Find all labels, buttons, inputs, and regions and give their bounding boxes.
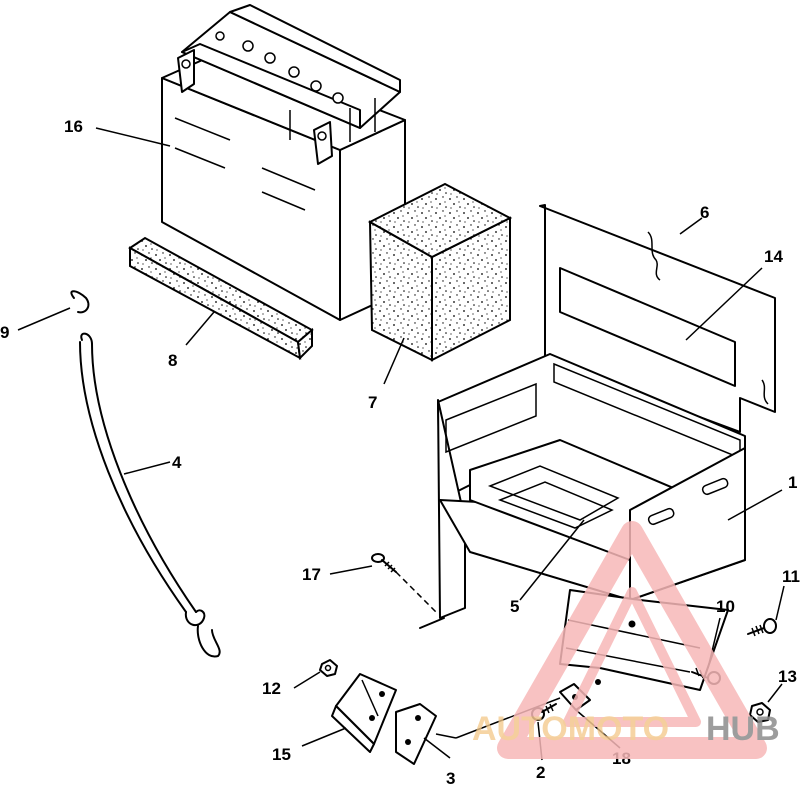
bolt-17-part xyxy=(371,553,437,613)
label-2: 2 xyxy=(536,763,545,782)
assembly-line xyxy=(435,733,457,739)
automotohub-watermark-logo: AUTOMOTO HUB xyxy=(472,521,780,759)
label-4: 4 xyxy=(172,453,182,472)
label-11: 11 xyxy=(782,567,800,586)
label-8: 8 xyxy=(168,351,177,370)
watermark-text-2: HUB xyxy=(706,710,780,748)
watermark-text-1: AUTOMOTO xyxy=(472,710,669,748)
plate-3-part xyxy=(395,703,437,765)
label-9: 9 xyxy=(0,323,9,342)
leader-lines xyxy=(17,127,785,761)
label-16: 16 xyxy=(64,117,83,136)
nut-12-part xyxy=(319,659,338,677)
label-17: 17 xyxy=(302,565,321,584)
label-3: 3 xyxy=(446,769,455,788)
label-14: 14 xyxy=(764,247,783,266)
rubber-strap-part xyxy=(70,290,221,658)
label-10: 10 xyxy=(716,597,735,616)
label-15: 15 xyxy=(272,745,291,764)
label-7: 7 xyxy=(368,393,377,412)
battery-part xyxy=(161,4,406,321)
foam-block-part xyxy=(367,182,513,362)
nut-13-part xyxy=(749,702,771,723)
bracket-15-part xyxy=(331,673,397,753)
bolt-11-part xyxy=(747,618,777,637)
label-13: 13 xyxy=(778,667,797,686)
label-12: 12 xyxy=(262,679,281,698)
label-6: 6 xyxy=(700,203,709,222)
foam-strip-part xyxy=(128,236,314,361)
label-1: 1 xyxy=(788,473,797,492)
label-5: 5 xyxy=(510,597,519,616)
